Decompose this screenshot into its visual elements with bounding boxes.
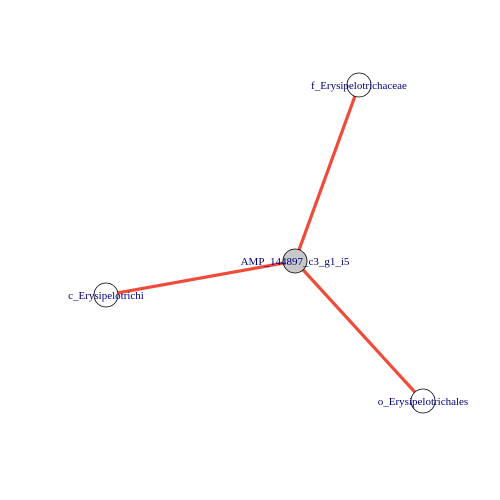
node-label-class: c_Erysipelotrichi — [68, 290, 144, 302]
edges-layer — [105, 84, 425, 403]
nodes-layer — [93, 72, 436, 414]
node-class — [93, 282, 119, 308]
node-label-center: AMP_144897_c3_g1_i5 — [241, 256, 350, 268]
labels-layer: AMP_144897_c3_g1_i5 f_Erysipelotrichaceae… — [68, 80, 468, 408]
edge-center-class — [105, 259, 296, 297]
node-center — [282, 248, 308, 274]
node-label-family: f_Erysipelotrichaceae — [311, 80, 407, 92]
node-label-order: o_Erysipelotrichales — [378, 396, 468, 408]
node-family — [346, 72, 372, 98]
node-order — [410, 388, 436, 414]
edge-center-family — [293, 84, 361, 262]
edge-center-order — [293, 259, 425, 403]
